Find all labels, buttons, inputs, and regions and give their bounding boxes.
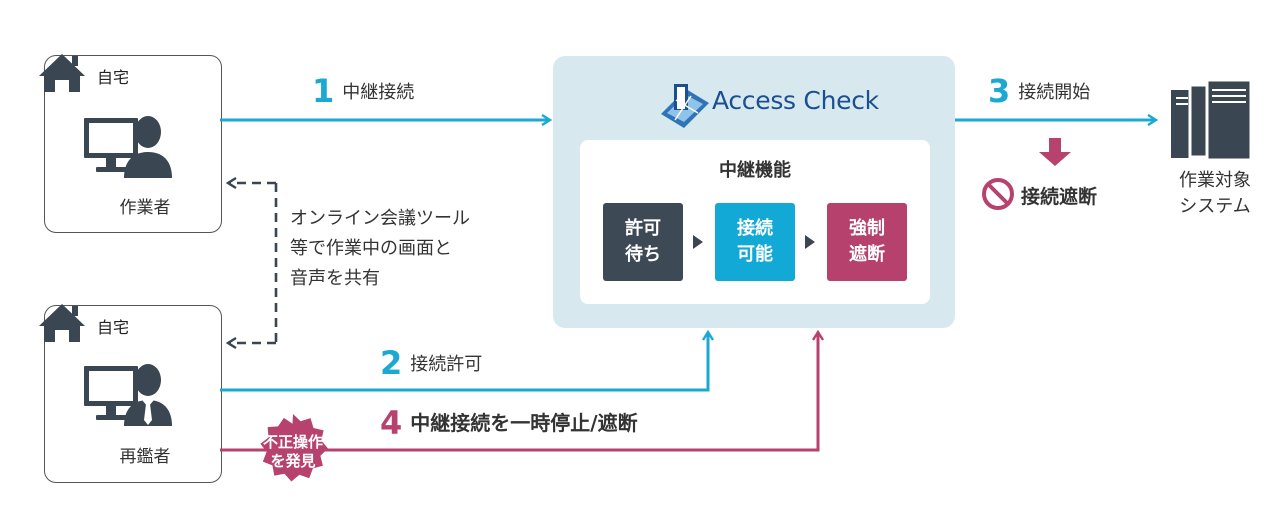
home-icon: [39, 304, 85, 342]
fraud-badge-shape: [260, 414, 328, 482]
arrow-step-2: [220, 332, 708, 392]
state-forced-block: 強制遮断: [827, 203, 907, 281]
state-waiting: 許可待ち: [603, 203, 683, 281]
chevron-right-icon: [805, 235, 815, 249]
relay-function-title: 中継機能: [719, 160, 791, 181]
fraud-badge-text: 不正操作 を発見: [262, 433, 323, 470]
worker-home-label: 自宅: [97, 68, 130, 87]
prohibit-icon: [982, 178, 1014, 210]
access-check-logo-icon: [661, 84, 709, 128]
worker-computer-icon: [84, 116, 172, 178]
share-dashed-arrows: [228, 183, 278, 343]
block-down-arrow: [1039, 138, 1071, 166]
supervisor-computer-icon: [84, 364, 172, 426]
home-icon: [39, 54, 85, 92]
state-connectable: 接続可能: [715, 203, 795, 281]
chevron-right-icon: [693, 235, 703, 249]
target-system-label: 作業対象 システム: [1179, 170, 1251, 217]
supervisor-label: 再鑑者: [119, 447, 171, 467]
arrow-step-4: [220, 332, 818, 452]
share-note: オンライン会議ツール 等で作業中の画面と 音声を共有: [290, 208, 470, 289]
server-icon: [1171, 78, 1253, 162]
access-check-brand: Access Check: [712, 86, 879, 115]
worker-label: 作業者: [119, 198, 171, 218]
supervisor-home-label: 自宅: [97, 318, 130, 337]
connection-block-label: 接続遮断: [1021, 186, 1098, 208]
